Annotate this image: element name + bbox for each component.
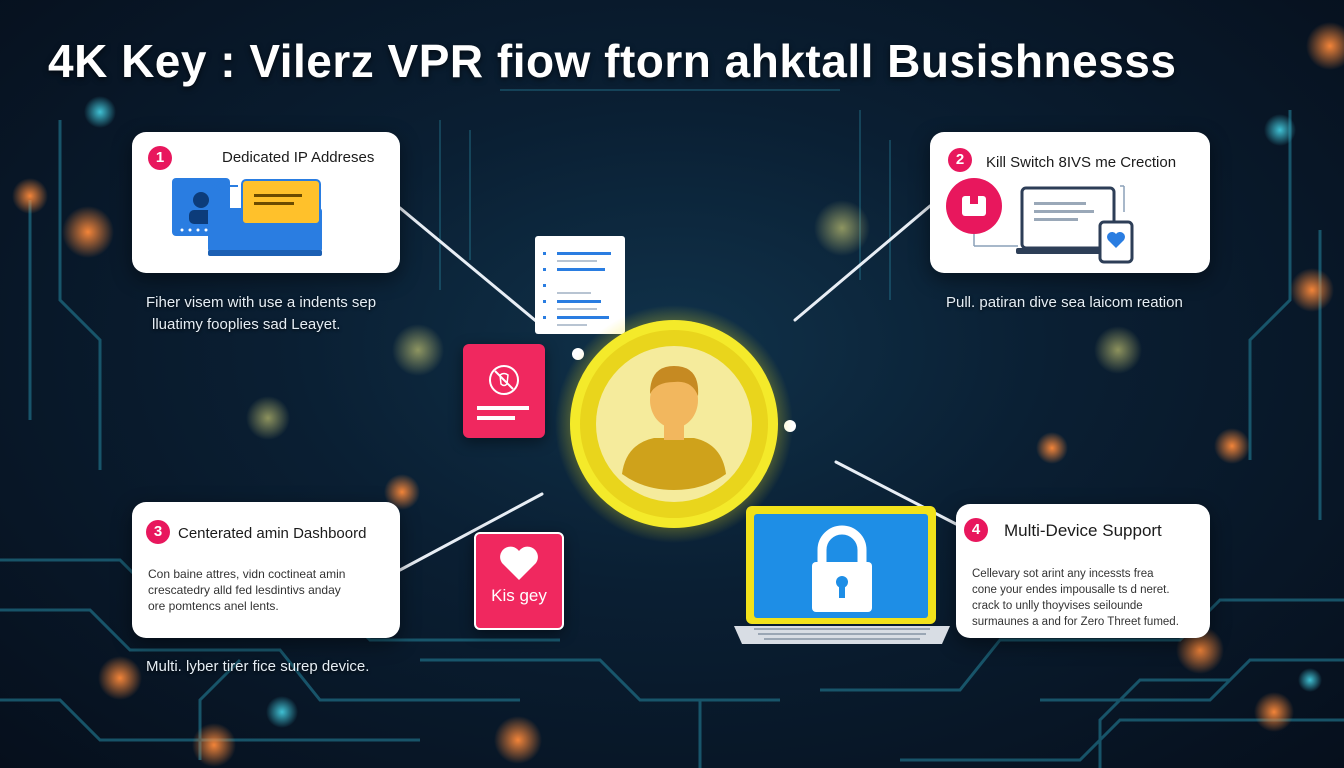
card-title-2: Kill Switch 8IVS me Crection	[986, 154, 1177, 171]
desc-line: surmaunes a and for Zero Threet fumed.	[972, 616, 1179, 628]
desc-line: Cellevary sot arint any incessts frea	[972, 568, 1154, 580]
user-avatar-icon	[555, 305, 793, 543]
desc-line: Con baine attres, vidn coctineat amin	[148, 567, 346, 581]
caption-line: Fiher visem with use a indents sep	[146, 294, 377, 311]
feature-card-3: 3 Centerated amin Dashboord Con baine at…	[132, 502, 400, 638]
card-caption-3: Multi. lyber tirer fice surep device.	[146, 656, 369, 678]
step-badge-2: 2	[948, 148, 972, 172]
card-title-4: Multi-Device Support	[1004, 521, 1162, 540]
desc-line: cone your endes impousalle ts d neret.	[972, 584, 1170, 596]
desc-line: crack to unlly thoyvises seilounde	[972, 600, 1143, 612]
connector-line-3	[398, 492, 544, 572]
heart-card: Kis gey	[474, 532, 564, 630]
connector-line-1	[398, 206, 544, 328]
caption-line: Multi. lyber tirer fice surep device.	[146, 658, 370, 675]
card-desc-3: Con baine attres, vidn coctineat amin cr…	[148, 566, 394, 614]
blocked-shield-icon	[477, 365, 529, 420]
step-badge-1: 1	[148, 146, 172, 170]
card-caption-1: Fiher visem with use a indents sep lluat…	[146, 292, 376, 336]
feature-card-4: 4 Multi-Device Support Cellevary sot ari…	[956, 504, 1210, 638]
card-title-1: Dedicated IP Addreses	[222, 149, 375, 166]
desc-line: crescatedry alld fed lesdintivs anday	[148, 583, 341, 597]
step-badge-4: 4	[964, 518, 988, 542]
card-caption-2: Pull. patiran dive sea laicom reation	[946, 292, 1183, 314]
caption-line: Pull. patiran dive sea laicom reation	[946, 294, 1183, 311]
heart-card-label: Kis gey	[491, 586, 547, 605]
kill-switch-device-icon	[946, 178, 1134, 264]
laptop-lock-icon	[734, 506, 950, 644]
step-badge-3: 3	[146, 520, 170, 544]
ip-address-screen-icon	[172, 178, 322, 256]
document-list-icon	[535, 236, 625, 334]
card-title-3: Centerated amin Dashboord	[178, 525, 367, 542]
card-desc-4: Cellevary sot arint any incessts frea co…	[972, 566, 1206, 630]
feature-card-2: 2 Kill Switch 8IVS me Crection	[930, 132, 1210, 273]
caption-line: lluatimy fooplies sad Leayet.	[152, 316, 341, 333]
feature-card-1: 1 Dedicated IP Addreses	[132, 132, 400, 273]
connector-line-2	[793, 204, 932, 322]
heart-icon	[500, 546, 538, 580]
desc-line: ore pomtencs anel lents.	[148, 599, 279, 613]
blocked-shield-card	[463, 344, 545, 438]
page-title: 4K Key : Vilerz VPR fiow ftorn ahktall B…	[48, 35, 1177, 87]
